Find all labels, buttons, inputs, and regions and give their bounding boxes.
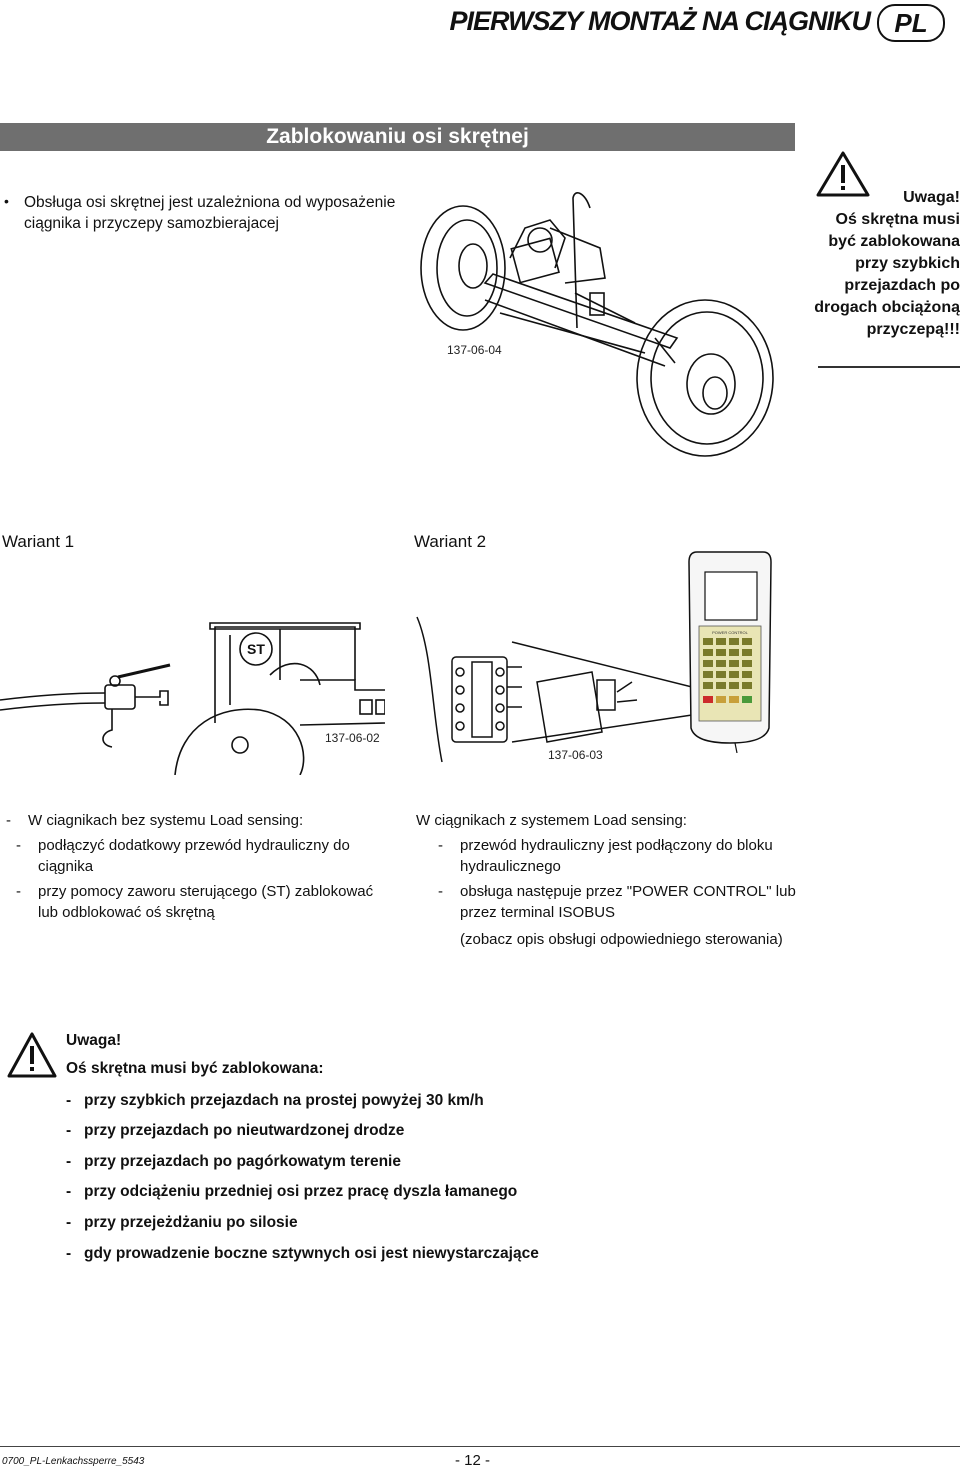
st-badge: ST bbox=[247, 641, 265, 657]
right-item-1-line-1: przewód hydrauliczny jest podłączony do … bbox=[460, 837, 773, 854]
bullet-icon: • bbox=[4, 193, 9, 209]
dash-marker: - bbox=[438, 883, 443, 900]
warning-triangle-icon bbox=[816, 151, 870, 197]
left-item-1-line-2: ciągnika bbox=[38, 858, 94, 875]
intro-text: • Obsługa osi skrętnej jest uzależniona … bbox=[0, 192, 400, 234]
tractor-figure-label: 137-06-02 bbox=[325, 731, 380, 745]
dash-marker: - bbox=[438, 837, 443, 854]
side-warning-divider bbox=[818, 366, 960, 368]
valve-figure-label: 137-06-03 bbox=[548, 748, 603, 762]
variant-2-label: Wariant 2 bbox=[414, 532, 487, 551]
side-warning-line: przy szybkich bbox=[855, 255, 960, 272]
left-intro: W ciagnikach bez systemu Load sensing: bbox=[28, 812, 304, 829]
dash-marker: - bbox=[16, 883, 21, 900]
right-item-2: - obsługa następuje przez "POWER CONTROL… bbox=[438, 881, 801, 923]
left-item-2: - przy pomocy zaworu sterującego (ST) za… bbox=[16, 881, 391, 923]
side-warning-title: Uwaga! bbox=[903, 189, 960, 206]
bottom-warning-title: Uwaga! bbox=[66, 1032, 122, 1049]
intro-line-2: ciągnika i przyczepy samozbierajacej bbox=[24, 215, 280, 232]
side-warning-line: przyczepą!!! bbox=[866, 321, 960, 338]
side-warning-line: Oś skrętna musi bbox=[835, 211, 960, 228]
footer-divider bbox=[0, 1446, 960, 1447]
page-number: - 12 - bbox=[455, 1452, 491, 1469]
bottom-warning-item: -przy przejazdach po nieutwardzonej drod… bbox=[66, 1122, 405, 1139]
side-warning-line: być zablokowana bbox=[828, 233, 960, 250]
right-item-1-line-2: hydraulicznego bbox=[460, 858, 561, 875]
side-warning-line: drogach obciążoną bbox=[814, 299, 960, 316]
page-header-title: PIERWSZY MONTAŻ NA CIĄGNIKU bbox=[449, 6, 871, 36]
tractor-valve-illustration: ST 137-06-02 bbox=[0, 622, 385, 775]
right-intro: W ciągnikach z systemem Load sensing: bbox=[416, 812, 687, 829]
left-intro-row: - W ciagnikach bez systemu Load sensing: bbox=[6, 810, 391, 831]
right-item-2-line-1: obsługa następuje przez "POWER CONTROL" … bbox=[460, 883, 796, 900]
variant-1-label: Wariant 1 bbox=[2, 532, 75, 551]
bottom-warning-item: -przy odciążeniu przedniej osi przez pra… bbox=[66, 1183, 518, 1200]
left-column-text: - W ciagnikach bez systemu Load sensing:… bbox=[6, 810, 391, 923]
terminal-brand-label: POWER CONTROL bbox=[712, 630, 749, 635]
right-item-2-line-2: przez terminal ISOBUS bbox=[460, 904, 616, 921]
left-item-2-line-1: przy pomocy zaworu sterującego (ST) zabl… bbox=[38, 883, 374, 900]
left-item-1: - podłączyć dodatkowy przewód hydraulicz… bbox=[16, 835, 391, 877]
bottom-warning-item: -gdy prowadzenie boczne sztywnych osi je… bbox=[66, 1245, 539, 1262]
hydraulic-block-illustration: 137-06-03 bbox=[416, 616, 713, 763]
bottom-warning-subtitle: Oś skrętna musi być zablokowana: bbox=[66, 1060, 324, 1077]
bottom-warning-item: -przy przejeżdżaniu po silosie bbox=[66, 1214, 298, 1231]
footer-doc-id: 0700_PL-Lenkachssperre_5543 bbox=[2, 1456, 145, 1467]
bottom-warning-item: -przy szybkich przejazdach na prostej po… bbox=[66, 1092, 484, 1109]
power-control-terminal-illustration: POWER CONTROL bbox=[688, 551, 772, 753]
section-title-bar: Zablokowaniu osi skrętnej bbox=[0, 123, 795, 151]
left-item-1-line-1: podłączyć dodatkowy przewód hydrauliczny… bbox=[38, 837, 350, 854]
right-note: (zobacz opis obsługi odpowiedniego stero… bbox=[460, 931, 783, 948]
dash-marker: - bbox=[16, 837, 21, 854]
bottom-warning-item: -przy przejazdach po pagórkowatym tereni… bbox=[66, 1153, 401, 1170]
right-item-1: - przewód hydrauliczny jest podłączony d… bbox=[438, 835, 801, 877]
side-warning: Uwaga! Oś skrętna musi być zablokowana p… bbox=[790, 187, 960, 341]
language-badge: PL bbox=[877, 4, 945, 42]
warning-triangle-icon bbox=[7, 1032, 57, 1078]
left-item-2-line-2: lub odblokować oś skrętną bbox=[38, 904, 215, 921]
steering-axle-illustration: 137-06-04 bbox=[420, 192, 774, 457]
intro-line-1: Obsługa osi skrętnej jest uzależniona od… bbox=[24, 194, 396, 211]
right-column-text: W ciągnikach z systemem Load sensing: - … bbox=[416, 810, 801, 950]
dash-marker: - bbox=[6, 812, 11, 829]
axle-figure-label: 137-06-04 bbox=[447, 343, 502, 357]
side-warning-line: przejazdach po bbox=[844, 277, 960, 294]
